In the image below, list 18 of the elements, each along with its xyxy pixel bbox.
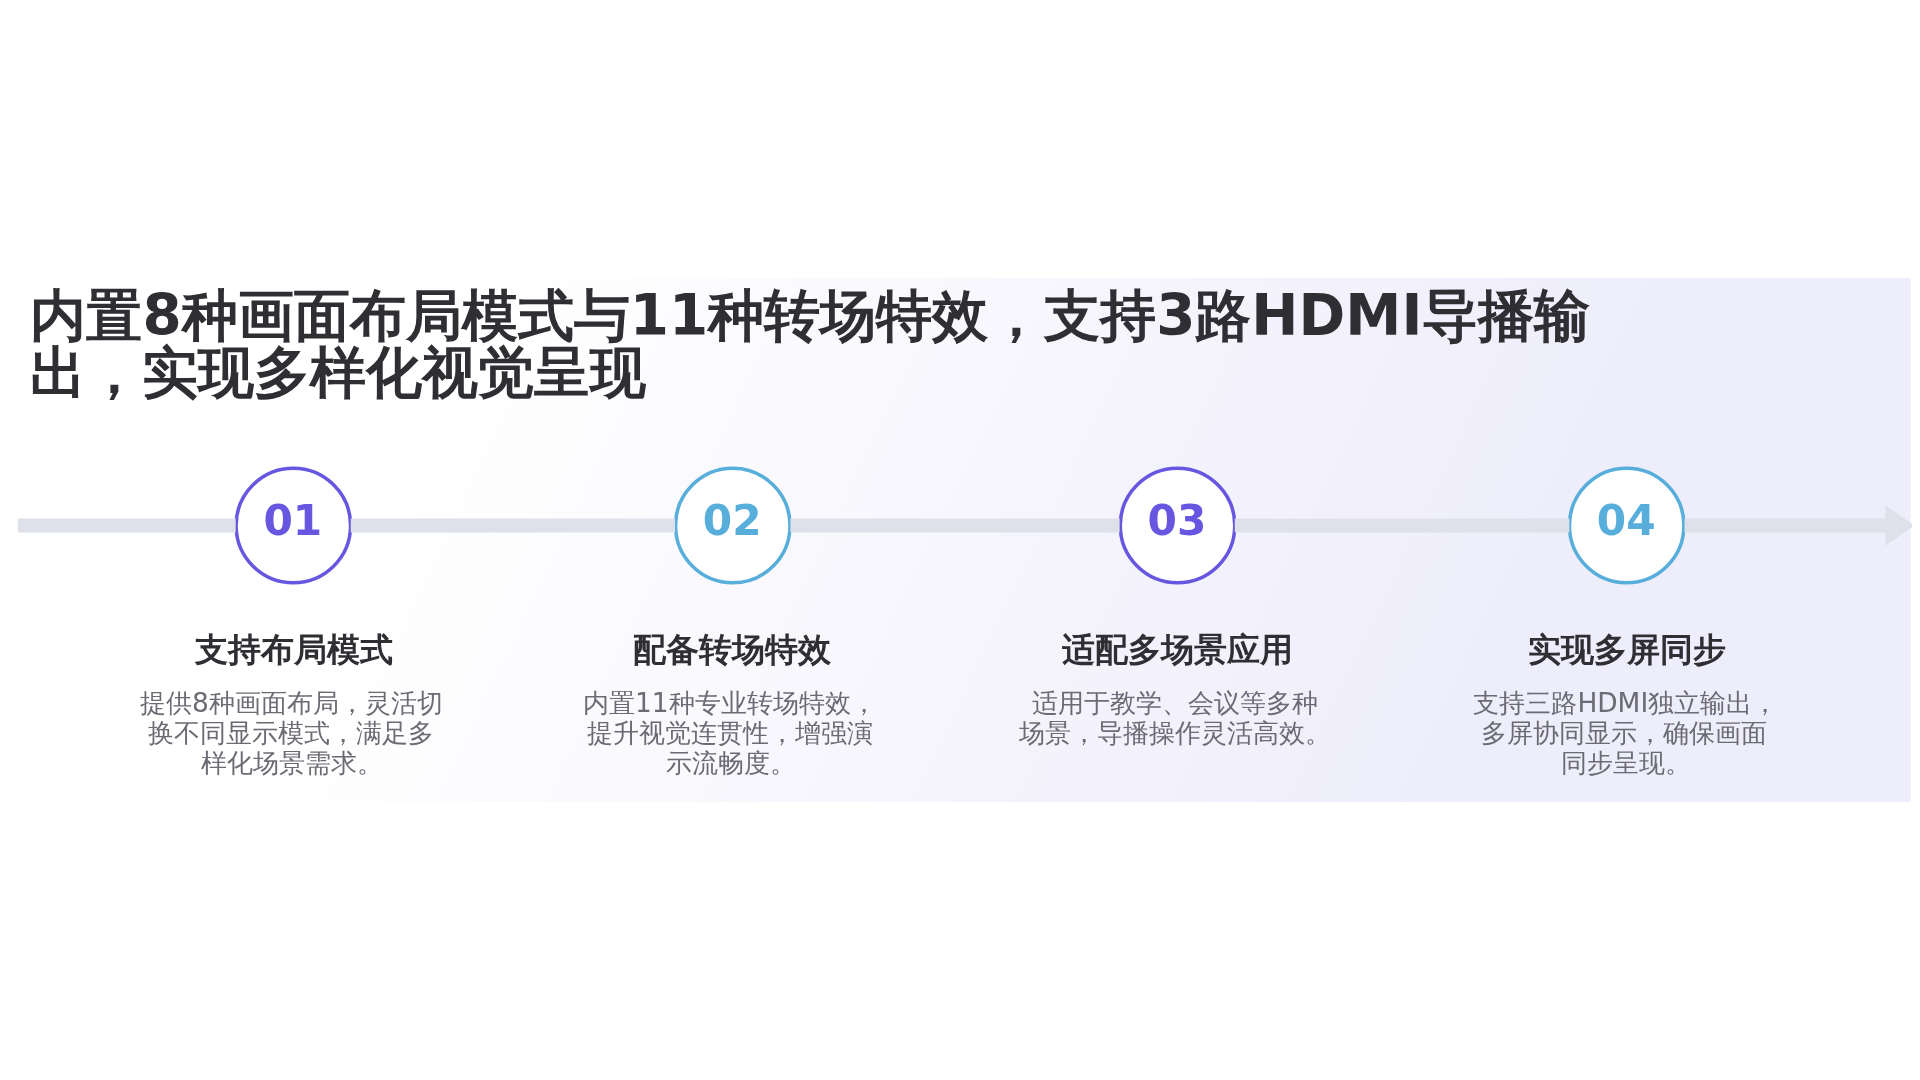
connector [790,518,1120,533]
connector [17,518,236,533]
diagram-title: 内置8种画面布局模式与11种转场特效，支持3路HDMI导播输出，实现多样化视觉呈现 [30,283,1591,405]
connector [350,518,675,533]
node-circle: 04 [1567,466,1686,585]
node-label: 适用于教学、会议等多种场景，导播操作灵活高效。 [1019,687,1332,749]
node-label: 支持布局模式 [194,630,393,670]
node-label: 内置11种专业转场特效，提升视觉连贯性，增强演示流畅度。 [583,687,877,779]
node-label: 配备转场特效 [633,630,832,670]
node-label: 提供8种画面布局，灵活切换不同显示模式，满足多样化场景需求。 [140,687,443,779]
node-label: 适配多场景应用 [1062,630,1294,670]
node-circle: 01 [234,466,353,585]
connector [1234,518,1570,533]
node-circle: 03 [1118,466,1237,585]
arrow [1684,505,1912,546]
node-label: 实现多屏同步 [1528,630,1727,670]
node-label: 支持三路HDMI独立输出，多屏协同显示，确保画面同步呈现。 [1473,687,1779,779]
node-circle: 02 [673,466,792,585]
